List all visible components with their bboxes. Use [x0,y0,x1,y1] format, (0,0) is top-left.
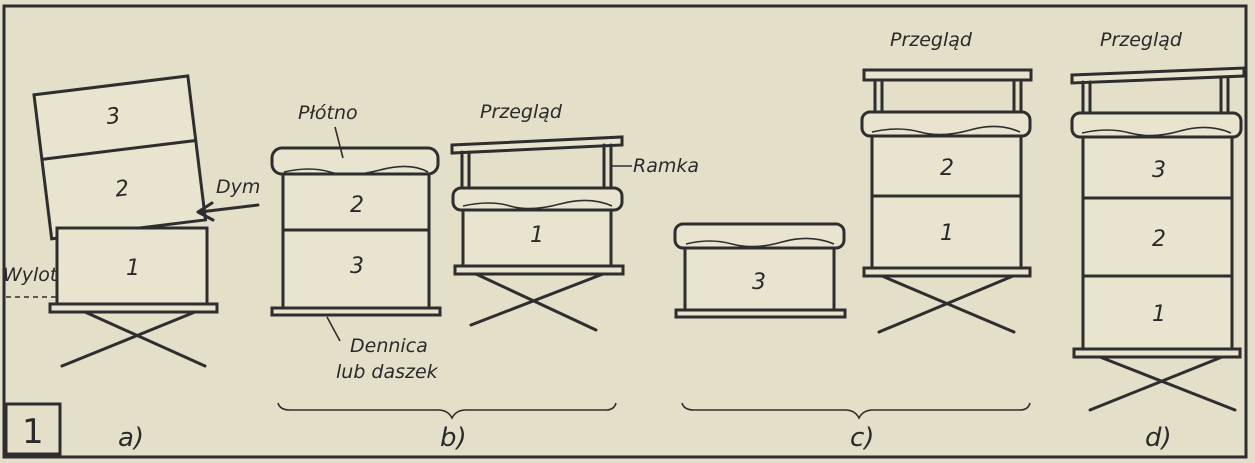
base-board [270,306,442,317]
box-label-3: 3 [1152,158,1166,183]
stand-leg [83,310,207,368]
frame-top-bar [862,68,1033,82]
cloth-cover [673,222,846,250]
stand-leg [877,274,1015,334]
review-title: Przegląd [1100,29,1183,51]
hive-body-1 [461,208,613,268]
entrance-label: Wylot [3,264,59,286]
hive-body-1 [55,226,209,306]
caption-d: d) [1145,423,1172,453]
stand-leg [1098,355,1237,412]
base-leader [326,316,341,342]
bottom-board [1072,347,1242,359]
stand-leg [469,272,605,327]
review-title: Przegląd [480,101,563,123]
figure-number: 1 [22,412,44,452]
panel-c: 3 Przegląd 2 1 c) [673,29,1033,453]
frame-label: Ramka [633,155,699,177]
figure-frame [2,4,1248,459]
box-label-3: 3 [752,270,766,295]
base-board [674,308,847,319]
box-label-2: 2 [940,156,954,181]
review-title: Przegląd [890,29,973,51]
panel-b: 2 3 Płótno Dennica lub daszek Przegląd R… [270,101,699,453]
frame-top-bar [1070,66,1246,85]
panel-d: Przegląd 3 2 1 d) [1070,29,1246,453]
base-label: Dennica [350,335,428,357]
hive-stack [281,172,431,310]
figure-number-badge: 1 [4,402,62,456]
caption-b: b) [440,423,467,453]
box-label-2: 2 [114,176,131,203]
smoke-arrow [196,201,260,222]
tilted-stack: 3 2 [32,74,208,241]
group-bracket-c [681,402,1031,420]
box-label-2: 2 [350,193,364,218]
caption-c: c) [850,423,874,453]
caption-a: a) [118,423,144,453]
cloth-leader [334,126,344,159]
stand-leg [1088,355,1224,412]
cloth-cover [451,186,624,212]
box-label-2: 2 [1152,227,1166,252]
box-label-1: 1 [1152,302,1166,327]
panel-a: 3 2 1 Wylot Dym a) [3,74,260,453]
smoke-label: Dym [216,176,260,198]
cloth-cover [1070,111,1243,139]
cloth-label: Płótno [298,102,358,124]
stand-leg [474,272,598,332]
cloth-cover [860,110,1032,138]
box-label-1: 1 [126,256,140,281]
box-label-3: 3 [350,254,364,279]
hive-stack [870,134,1023,270]
bottom-board [862,266,1032,278]
box-label-3: 3 [105,104,122,131]
frame-top-bar [450,135,624,155]
box-label-1: 1 [940,221,954,246]
box-label-1: 1 [530,223,544,248]
bottom-board [453,264,625,276]
bottom-board [48,302,219,314]
group-bracket-b [277,402,617,420]
base-label-line2: lub daszek [336,361,439,383]
hive-body-3 [683,246,836,312]
stand-leg [60,310,197,368]
box-divider [40,138,198,161]
